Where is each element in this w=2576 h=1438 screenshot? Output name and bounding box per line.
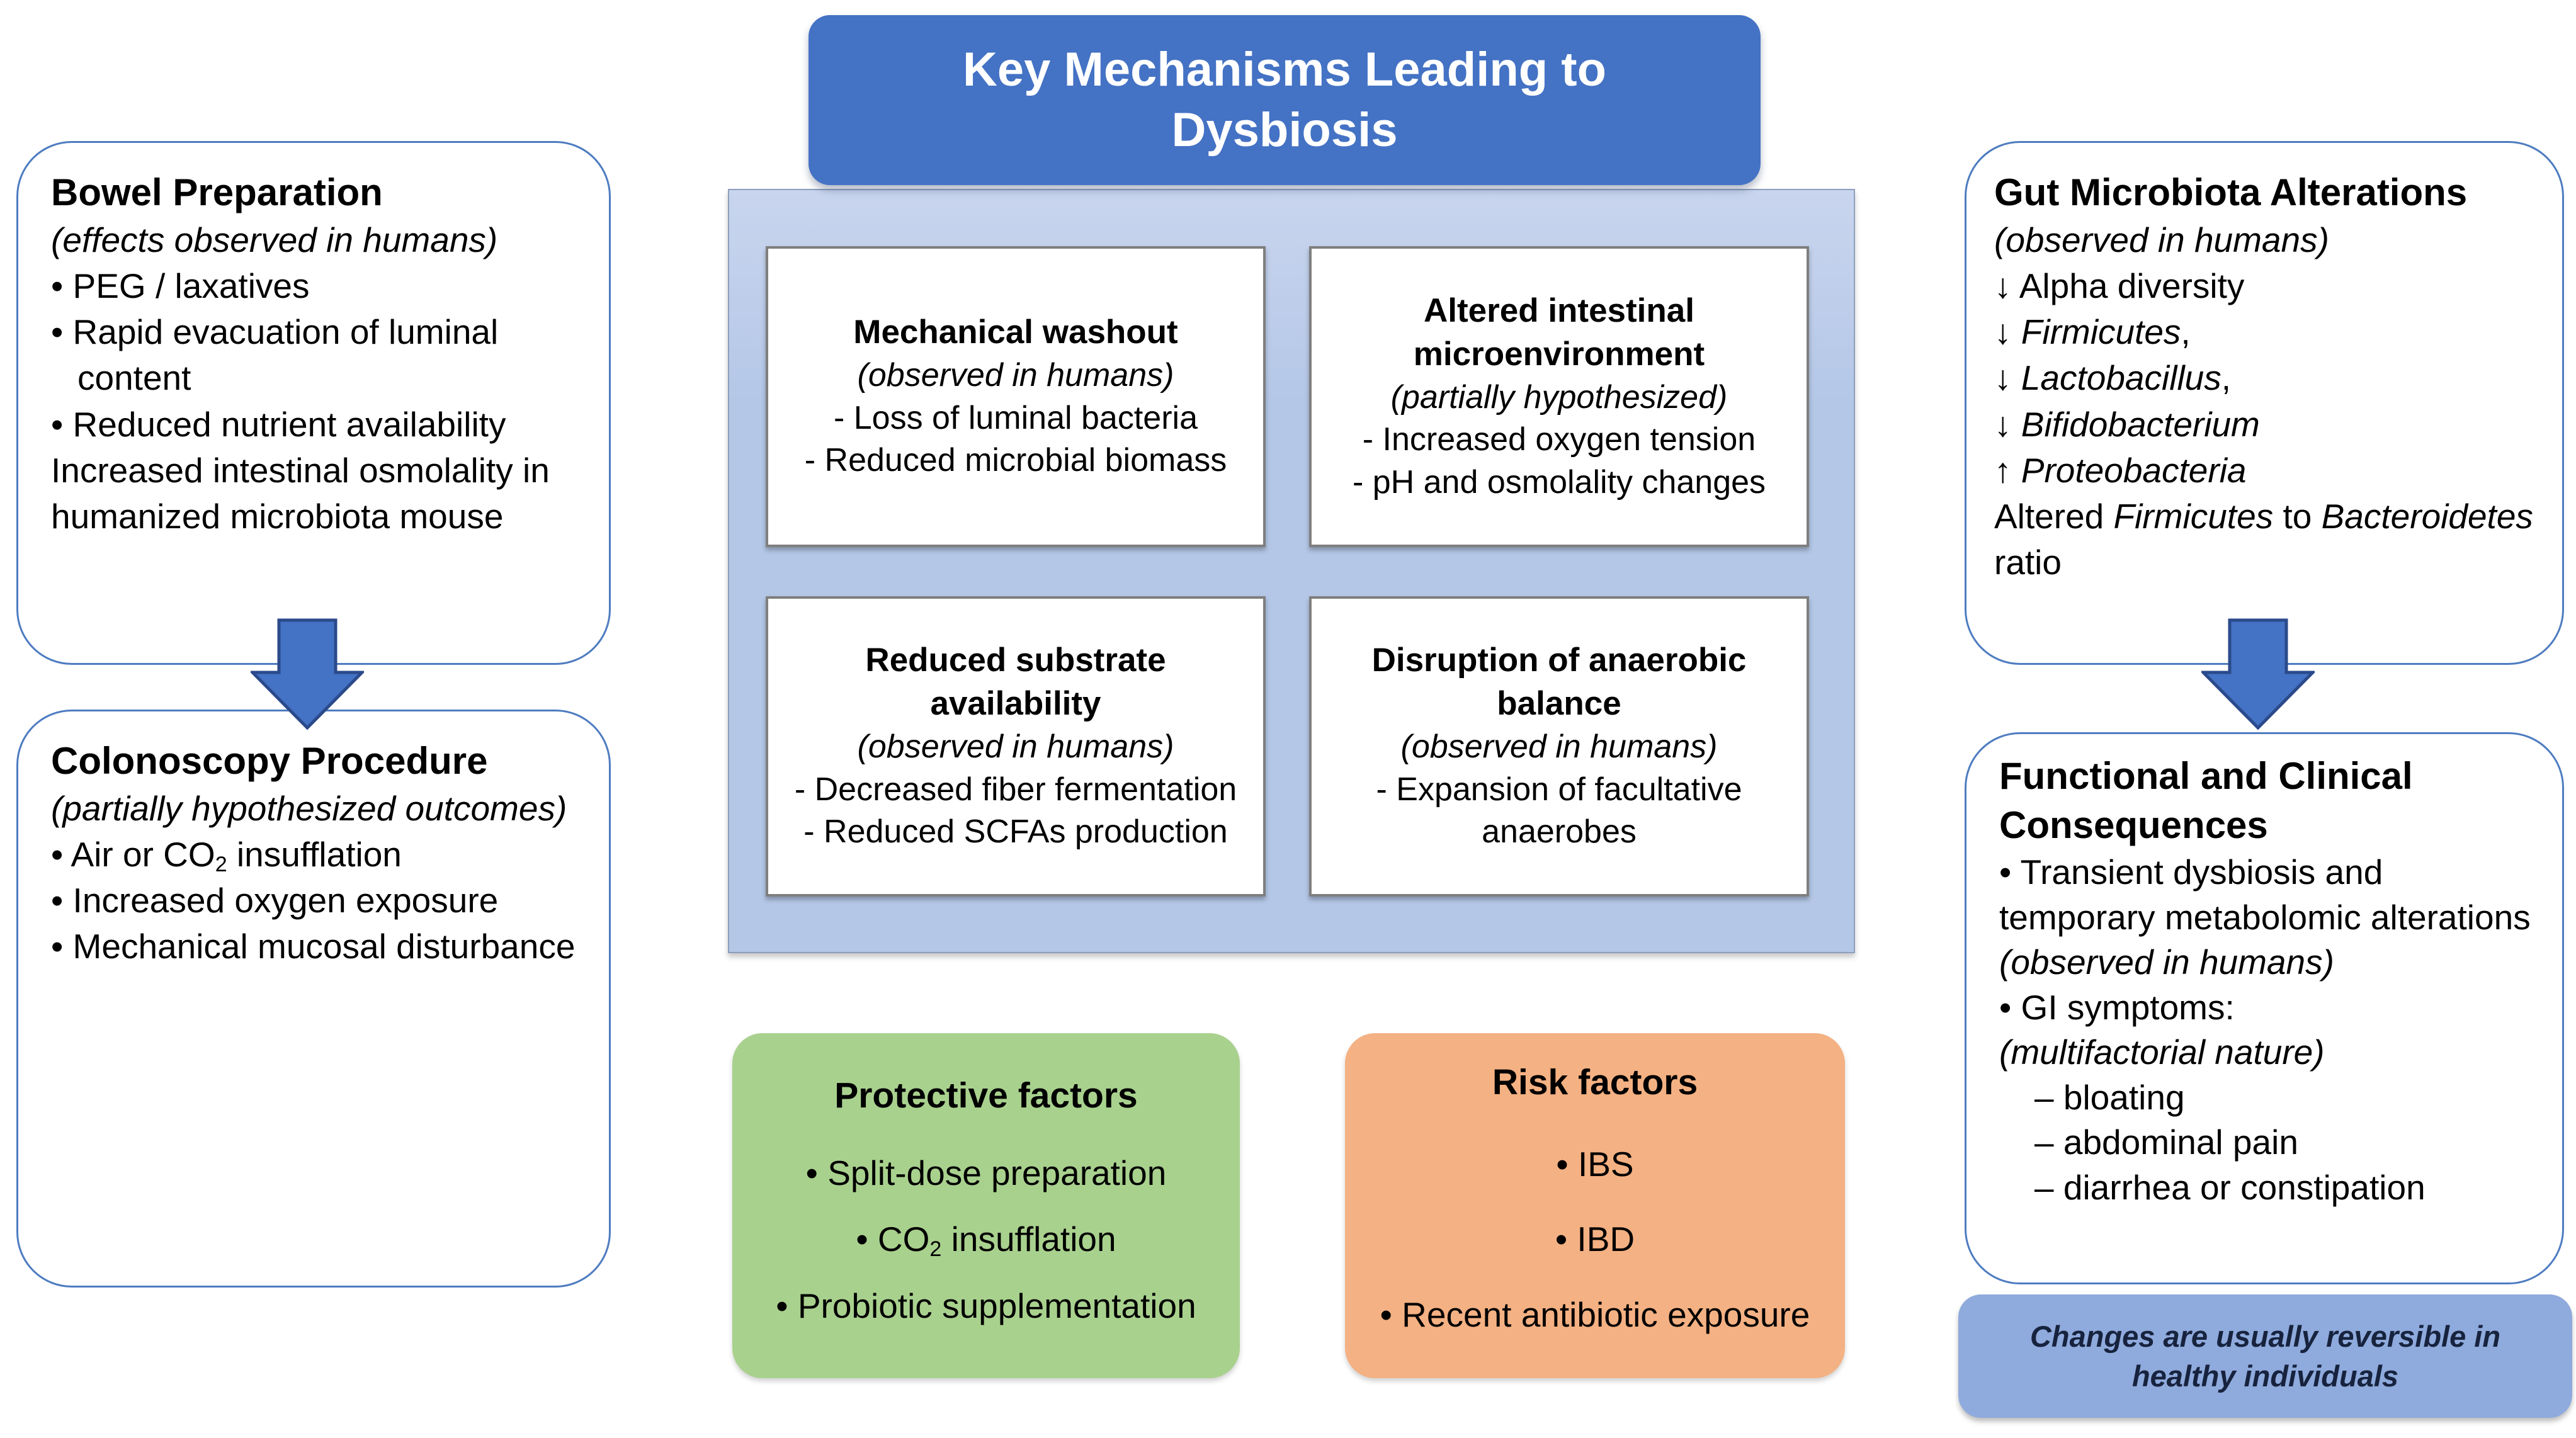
mechanism-box-line: - Loss of luminal bacteria	[833, 399, 1198, 436]
bullet-item: • Reduced nutrient availability	[51, 404, 506, 444]
mechanism-box-evidence-note: (observed in humans)	[1400, 728, 1718, 765]
consequence-item: • Transient dysbiosis and temporary meta…	[1999, 852, 2531, 982]
reversibility-note-text: Changes are usually reversible in health…	[2029, 1319, 2501, 1393]
bullet-item: • PEG / laxatives	[51, 266, 310, 306]
mechanism-box-heading: Mechanical washout	[853, 314, 1178, 351]
bullet-item: • Increased oxygen exposure	[51, 881, 499, 920]
consequence-item: • GI symptoms:	[1999, 987, 2235, 1027]
box-evidence-note: (observed in humans)	[1994, 220, 2329, 259]
mechanism-box-mechanical-washout: Mechanical washout (observed in humans) …	[766, 246, 1266, 547]
colonoscopy-procedure-box: Colonoscopy Procedure (partially hypothe…	[16, 710, 611, 1288]
mechanism-box-heading: Reduced substrate availability	[865, 642, 1166, 723]
alteration-line: ↑ Proteobacteria	[1994, 450, 2247, 490]
bowel-preparation-box: Bowel Preparation (effects observed in h…	[16, 141, 611, 665]
box-heading: Gut Microbiota Alterations	[1994, 171, 2468, 213]
bullet-item: • Split-dose preparation	[805, 1153, 1167, 1192]
bullet-item: • IBS	[1556, 1144, 1634, 1184]
mechanism-box-line: - Increased oxygen tension	[1362, 421, 1756, 458]
box-note: Increased intestinal osmolality in human…	[51, 450, 550, 536]
consequence-item: (multifactorial nature)	[1999, 1033, 2325, 1072]
symptom-item: – diarrhea or constipation	[2034, 1167, 2426, 1207]
bullet-item: • Mechanical mucosal disturbance	[51, 927, 576, 966]
alteration-line: ↓ Alpha diversity	[1994, 266, 2245, 306]
functional-consequences-box: Functional and Clinical Consequences • T…	[1965, 732, 2564, 1284]
mechanism-box-altered-microenvironment: Altered intestinal microenvironment (par…	[1309, 246, 1809, 547]
symptom-item: – abdominal pain	[2034, 1123, 2298, 1162]
mechanism-box-evidence-note: (observed in humans)	[857, 357, 1174, 394]
alteration-line: ↓ Bifidobacterium	[1994, 404, 2260, 444]
bullet-item: • Probiotic supplementation	[776, 1286, 1196, 1325]
alteration-line: Altered Firmicutes to Bacteroidetes rati…	[1994, 496, 2533, 582]
bullet-item: • Recent antibiotic exposure	[1380, 1294, 1810, 1334]
symptom-item: – bloating	[2034, 1077, 2185, 1117]
diagram-title: Key Mechanisms Leading to Dysbiosis	[962, 43, 1607, 157]
risk-factors-box: Risk factors • IBS • IBD • Recent antibi…	[1345, 1033, 1845, 1378]
box-heading: Colonoscopy Procedure	[51, 740, 488, 782]
bullet-item: • Rapid evacuation of luminal content	[51, 312, 499, 398]
mechanism-box-evidence-note: (partially hypothesized)	[1390, 378, 1728, 416]
mechanism-box-reduced-substrate: Reduced substrate availability (observed…	[766, 596, 1266, 897]
mechanism-box-line: - Expansion of facultative anaerobes	[1376, 771, 1742, 851]
box-heading: Protective factors	[834, 1075, 1138, 1116]
box-heading: Functional and Clinical Consequences	[1999, 755, 2413, 846]
box-evidence-note: (effects observed in humans)	[51, 220, 498, 259]
title-banner: Key Mechanisms Leading to Dysbiosis	[809, 15, 1761, 185]
box-heading: Risk factors	[1492, 1062, 1698, 1102]
mechanism-box-line: - Decreased fiber fermentation	[794, 771, 1237, 808]
alteration-line: ↓ Lactobacillus,	[1994, 358, 2232, 398]
bullet-item: • IBD	[1555, 1220, 1635, 1259]
down-arrow-icon	[251, 618, 364, 730]
mechanism-box-anaerobic-balance: Disruption of anaerobic balance (observe…	[1309, 596, 1809, 897]
reversibility-note-box: Changes are usually reversible in health…	[1958, 1294, 2572, 1418]
bullet-item: • Air or CO2 insufflation	[51, 835, 402, 876]
protective-factors-box: Protective factors • Split-dose preparat…	[732, 1033, 1240, 1378]
box-evidence-note: (partially hypothesized outcomes)	[51, 789, 567, 828]
mechanism-box-evidence-note: (observed in humans)	[857, 728, 1174, 765]
mechanism-box-line: - Reduced SCFAs production	[803, 813, 1228, 851]
bullet-item: • CO2 insufflation	[856, 1220, 1116, 1261]
alteration-line: ↓ Firmicutes,	[1994, 312, 2191, 352]
box-heading: Bowel Preparation	[51, 171, 383, 213]
mechanism-box-line: - pH and osmolality changes	[1352, 463, 1766, 501]
mechanism-box-heading: Altered intestinal microenvironment	[1413, 292, 1705, 373]
down-arrow-icon	[2201, 618, 2315, 730]
gut-microbiota-alterations-box: Gut Microbiota Alterations (observed in …	[1965, 141, 2564, 665]
mechanism-box-line: - Reduced microbial biomass	[804, 442, 1227, 479]
mechanism-box-heading: Disruption of anaerobic balance	[1371, 642, 1747, 723]
